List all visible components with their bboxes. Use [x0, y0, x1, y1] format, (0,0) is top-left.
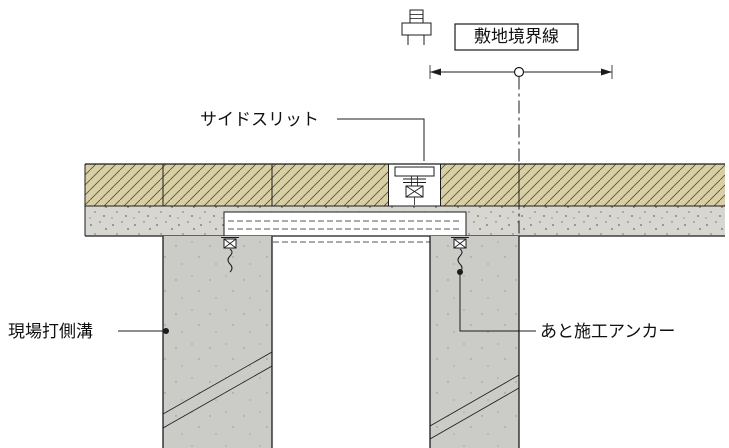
right-anchor-cross-2 — [453, 238, 467, 249]
gutter-leader-dot — [163, 328, 169, 334]
side-slit-leader — [337, 118, 425, 161]
gutter-label: 現場打側溝 — [8, 322, 93, 341]
top-fitting — [401, 9, 432, 45]
left-wall-break-line-1 — [162, 351, 273, 415]
right-anchor-symbol — [451, 237, 469, 273]
right-wall-body — [430, 236, 519, 448]
top-fitting-plate — [401, 22, 432, 36]
left-wall-body — [163, 236, 272, 448]
right-anchor-embedment — [457, 248, 463, 273]
anchor-leader — [459, 272, 536, 332]
left-anchor-symbol — [221, 237, 239, 273]
site-boundary-group: 敷地境界線 — [429, 23, 613, 236]
right-wall-break-line-2 — [429, 387, 520, 440]
right-wall — [429, 236, 520, 448]
top-fitting-bolt — [409, 9, 424, 24]
anchor-callout: あと施工アンカー — [457, 269, 675, 341]
left-anchor-cross-2 — [223, 238, 237, 249]
anchor-label: あと施工アンカー — [540, 322, 675, 341]
side-slit-callout: サイドスリット — [200, 110, 425, 161]
right-wall-break-line-1 — [429, 374, 520, 427]
gutter-callout: 現場打側溝 — [8, 322, 169, 341]
side-slit-bracket-bar — [394, 166, 435, 177]
side-slit-label: サイドスリット — [200, 110, 319, 129]
left-wall-break-line-2 — [162, 365, 273, 429]
boundary-label-box — [454, 23, 579, 51]
side-slit-detail — [388, 164, 441, 206]
boundary-marker-circle — [513, 66, 525, 78]
left-anchor-embedment — [227, 248, 233, 273]
boundary-label: 敷地境界線 — [474, 27, 559, 46]
dimension-arrow-right — [601, 68, 612, 76]
channel-body — [223, 211, 467, 237]
dimension-arrow-left — [430, 68, 441, 76]
side-slit-nut-cross-2 — [405, 185, 424, 198]
anchor-leader-dot — [457, 269, 463, 275]
left-wall — [162, 236, 273, 448]
